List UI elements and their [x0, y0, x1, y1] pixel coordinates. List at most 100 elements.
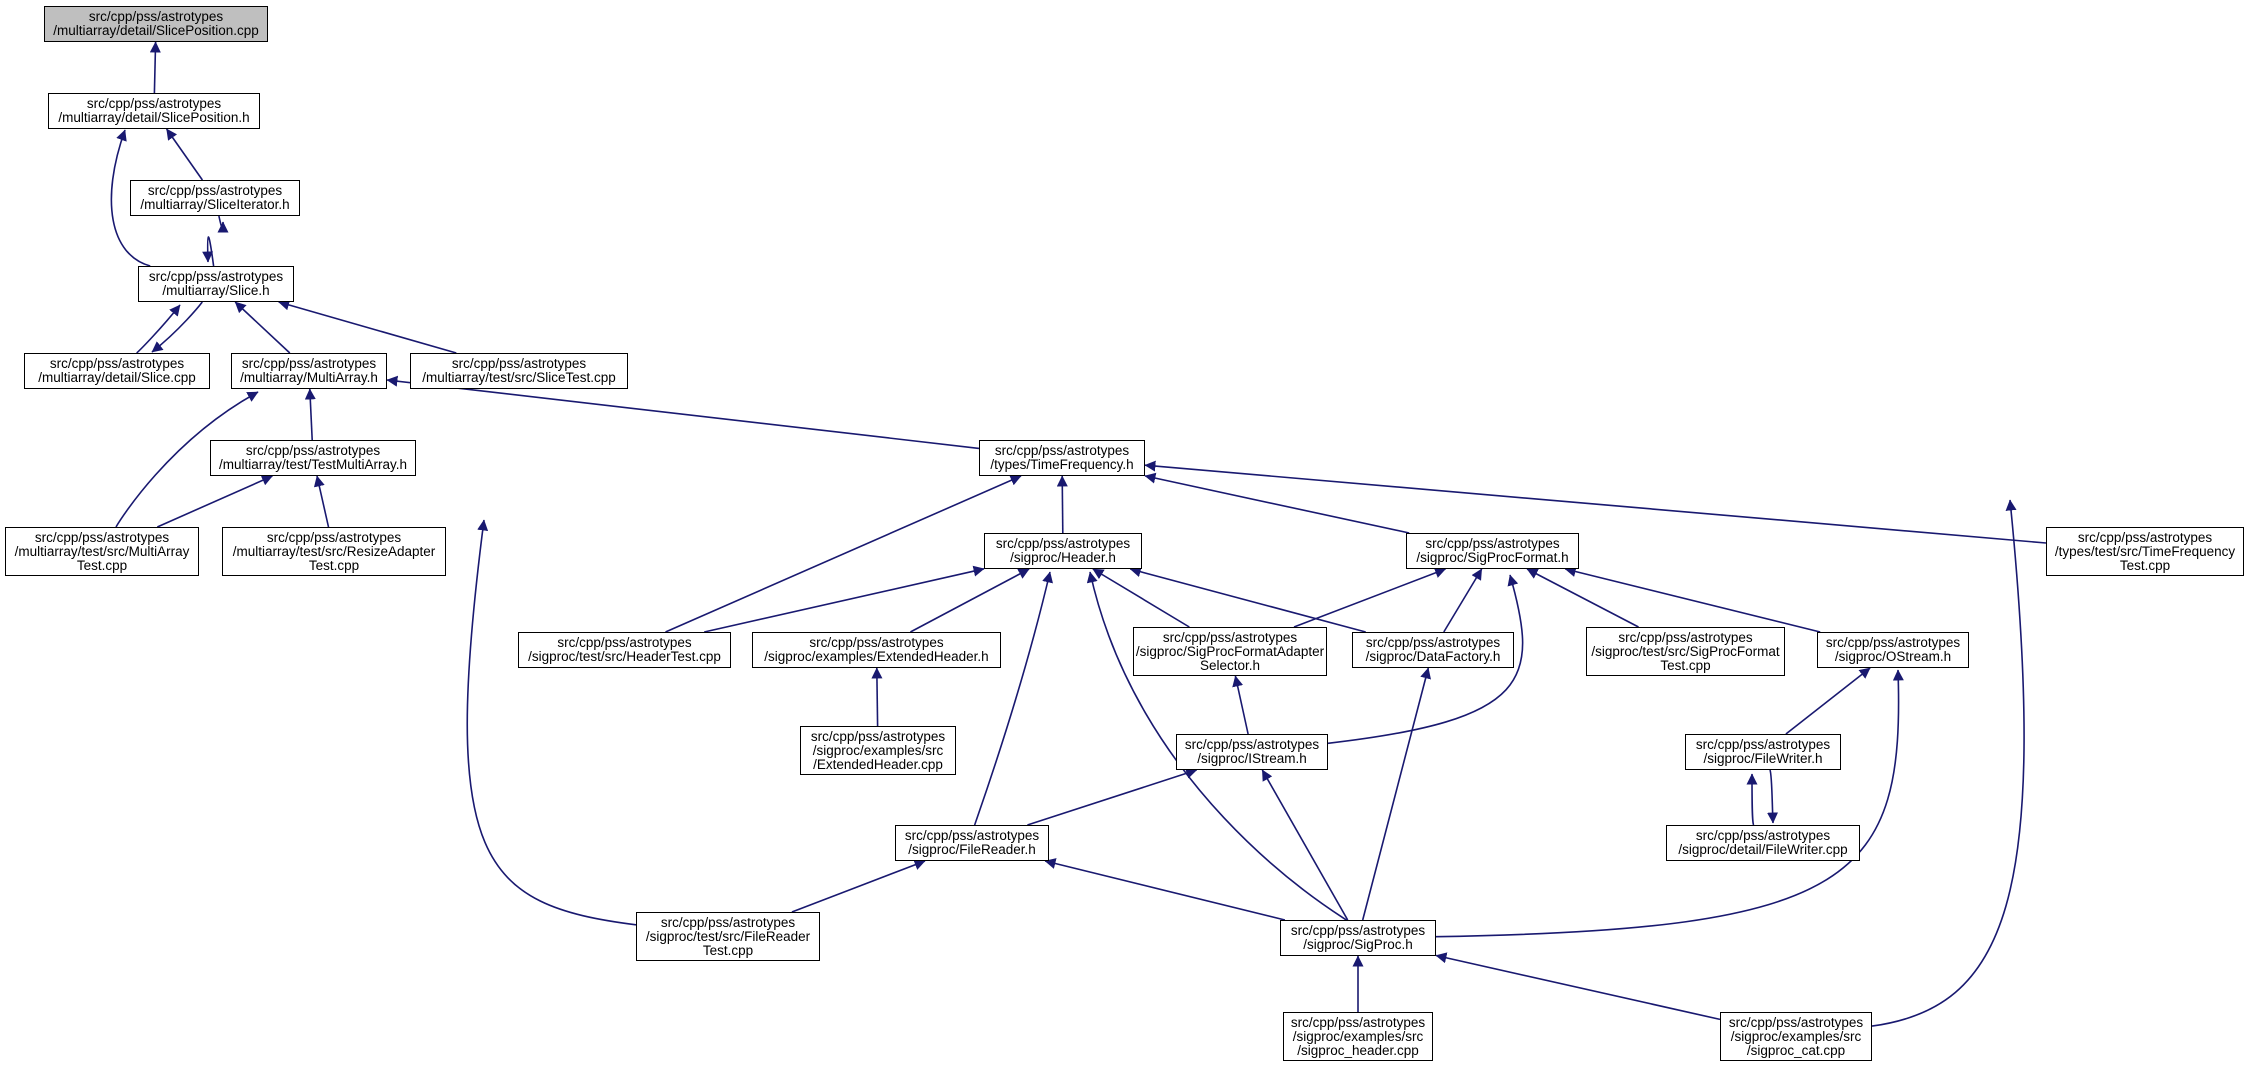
dependency-edge: [136, 304, 181, 354]
node-label-line: src/cpp/pss/astrotypes: [34, 529, 170, 545]
node-label-line: Test.cpp: [1660, 657, 1711, 673]
node-label-line: Test.cpp: [702, 942, 754, 958]
node-label-line: /multiarray/test/src/SliceTest.cpp: [422, 370, 616, 385]
node-label-line: src/cpp/pss/astrotypes: [86, 96, 222, 111]
graph-node[interactable]: src/cpp/pss/astrotypes/sigproc/examples/…: [752, 632, 1001, 668]
node-label-line: /sigproc/examples/ExtendedHeader.h: [764, 649, 989, 664]
node-label-line: src/cpp/pss/astrotypes: [2077, 529, 2213, 545]
node-label-line: /multiarray/SliceIterator.h: [140, 197, 290, 212]
dependency-edge: [165, 128, 204, 181]
node-label-line: src/cpp/pss/astrotypes: [266, 529, 402, 545]
node-label-line: /sigproc/test/src/SigProcFormat: [1591, 643, 1780, 659]
graph-node[interactable]: src/cpp/pss/astrotypes/sigproc/DataFacto…: [1352, 632, 1514, 668]
dependency-edge: [1526, 568, 1639, 628]
node-label-line: src/cpp/pss/astrotypes: [245, 443, 381, 458]
node-label-line: Test.cpp: [2119, 557, 2171, 573]
node-label-line: src/cpp/pss/astrotypes: [557, 635, 692, 650]
dependency-edge: [1293, 567, 1447, 628]
dependency-edge: [278, 299, 457, 354]
node-label-line: src/cpp/pss/astrotypes: [49, 356, 185, 371]
dependency-edge: [1767, 769, 1779, 824]
dependency-edge: [1144, 472, 1410, 534]
dependency-edge: [156, 475, 273, 528]
dependency-edge: [234, 301, 291, 354]
graph-node[interactable]: src/cpp/pss/astrotypes/sigproc/SigProc.h: [1280, 920, 1436, 956]
dependency-edge: [1746, 773, 1758, 826]
graph-node[interactable]: src/cpp/pss/astrotypes/multiarray/test/s…: [5, 527, 199, 576]
graph-node[interactable]: src/cpp/pss/astrotypes/sigproc/OStream.h: [1817, 632, 1969, 668]
node-label-line: Test.cpp: [76, 557, 128, 573]
graph-node[interactable]: src/cpp/pss/astrotypes/sigproc/Header.h: [984, 533, 1142, 569]
graph-node[interactable]: src/cpp/pss/astrotypes/types/TimeFrequen…: [979, 440, 1145, 476]
dependency-edge: [1086, 571, 1347, 921]
node-label-line: src/cpp/pss/astrotypes: [88, 9, 224, 24]
node-label-line: /multiarray/Slice.h: [162, 283, 270, 298]
graph-node[interactable]: src/cpp/pss/astrotypes/multiarray/SliceI…: [130, 180, 300, 216]
dependency-edge: [1027, 767, 1198, 826]
node-label-line: src/cpp/pss/astrotypes: [147, 183, 283, 198]
node-label-line: /sigproc/FileWriter.h: [1703, 751, 1823, 766]
graph-node[interactable]: src/cpp/pss/astrotypes/sigproc/FileWrite…: [1685, 734, 1841, 770]
node-label-line: src/cpp/pss/astrotypes: [1695, 737, 1831, 752]
node-label-line: /types/test/src/TimeFrequency: [2054, 543, 2236, 559]
dependency-edge: [1056, 475, 1068, 534]
graph-node[interactable]: src/cpp/pss/astrotypes/multiarray/MultiA…: [231, 353, 387, 389]
node-label-line: src/cpp/pss/astrotypes: [451, 356, 587, 371]
graph-node[interactable]: src/cpp/pss/astrotypes/multiarray/test/T…: [210, 440, 416, 476]
graph-node[interactable]: src/cpp/pss/astrotypes/multiarray/Slice.…: [138, 266, 294, 302]
node-label-line: src/cpp/pss/astrotypes: [1290, 1014, 1426, 1030]
dependency-edge: [1092, 568, 1190, 628]
graph-node[interactable]: src/cpp/pss/astrotypes/sigproc/examples/…: [1283, 1012, 1433, 1061]
graph-node[interactable]: src/cpp/pss/astrotypes/sigproc/test/src/…: [636, 912, 820, 961]
dependency-edge: [115, 391, 259, 528]
dependency-edge: [466, 519, 637, 926]
node-label-line: /sigproc/test/src/HeaderTest.cpp: [528, 649, 721, 664]
node-label-line: src/cpp/pss/astrotypes: [1290, 923, 1426, 938]
node-label-line: src/cpp/pss/astrotypes: [994, 443, 1130, 458]
dependency-edge: [1361, 667, 1431, 921]
graph-node[interactable]: src/cpp/pss/astrotypes/sigproc/detail/Fi…: [1666, 825, 1860, 861]
dependency-edge: [304, 388, 316, 441]
dependency-edge: [1871, 499, 2025, 1027]
node-label-line: src/cpp/pss/astrotypes: [1825, 635, 1961, 650]
graph-node[interactable]: src/cpp/pss/astrotypes/sigproc/examples/…: [1720, 1012, 1872, 1061]
node-label-line: /sigproc_header.cpp: [1297, 1042, 1419, 1058]
graph-node[interactable]: src/cpp/pss/astrotypes/sigproc/SigProcFo…: [1406, 533, 1579, 569]
dependency-edge: [704, 565, 985, 633]
dependency-edge: [313, 475, 330, 528]
graph-node[interactable]: src/cpp/pss/astrotypes/sigproc/SigProcFo…: [1133, 627, 1327, 676]
node-label-line: /types/TimeFrequency.h: [990, 457, 1134, 472]
node-label-line: /sigproc/Header.h: [1010, 550, 1116, 565]
node-label-line: /sigproc/SigProcFormat.h: [1416, 550, 1569, 565]
node-label-line: src/cpp/pss/astrotypes: [1695, 828, 1831, 843]
node-label-line: /multiarray/test/src/ResizeAdapter: [232, 543, 436, 559]
dependency-edge: [1261, 769, 1349, 921]
dependency-edge: [1564, 566, 1821, 633]
node-label-line: /sigproc/examples/src: [1292, 1028, 1424, 1044]
graph-node[interactable]: src/cpp/pss/astrotypes/multiarray/detail…: [48, 93, 260, 129]
graph-root-node: src/cpp/pss/astrotypes/multiarray/detail…: [44, 6, 268, 42]
graph-node[interactable]: src/cpp/pss/astrotypes/multiarray/test/s…: [410, 353, 628, 389]
dependency-edge: [910, 568, 1030, 633]
node-label-line: /sigproc/SigProcFormatAdapter: [1135, 643, 1325, 659]
dependency-edge: [1129, 566, 1366, 633]
node-label-line: /sigproc/SigProc.h: [1303, 937, 1413, 952]
dependency-edge: [871, 667, 883, 727]
node-label-line: /sigproc/examples/src: [812, 742, 944, 758]
node-label-line: /ExtendedHeader.cpp: [813, 756, 943, 772]
graph-node[interactable]: src/cpp/pss/astrotypes/sigproc/test/src/…: [518, 632, 731, 668]
dependency-edge: [1327, 574, 1524, 745]
dependency-edge: [149, 41, 161, 94]
dependency-edge: [1435, 669, 1904, 938]
graph-node[interactable]: src/cpp/pss/astrotypes/sigproc/test/src/…: [1586, 627, 1785, 676]
dependency-edge: [386, 375, 980, 450]
node-label-line: src/cpp/pss/astrotypes: [1728, 1014, 1864, 1030]
graph-node[interactable]: src/cpp/pss/astrotypes/multiarray/detail…: [24, 353, 210, 389]
graph-node[interactable]: src/cpp/pss/astrotypes/sigproc/examples/…: [800, 726, 956, 775]
graph-node[interactable]: src/cpp/pss/astrotypes/types/test/src/Ti…: [2046, 527, 2244, 576]
dependency-edge: [1443, 568, 1483, 633]
dependency-edge: [1232, 675, 1249, 735]
graph-node[interactable]: src/cpp/pss/astrotypes/multiarray/test/s…: [222, 527, 446, 576]
graph-node[interactable]: src/cpp/pss/astrotypes/sigproc/IStream.h: [1176, 734, 1328, 770]
graph-node[interactable]: src/cpp/pss/astrotypes/sigproc/FileReade…: [895, 825, 1049, 861]
